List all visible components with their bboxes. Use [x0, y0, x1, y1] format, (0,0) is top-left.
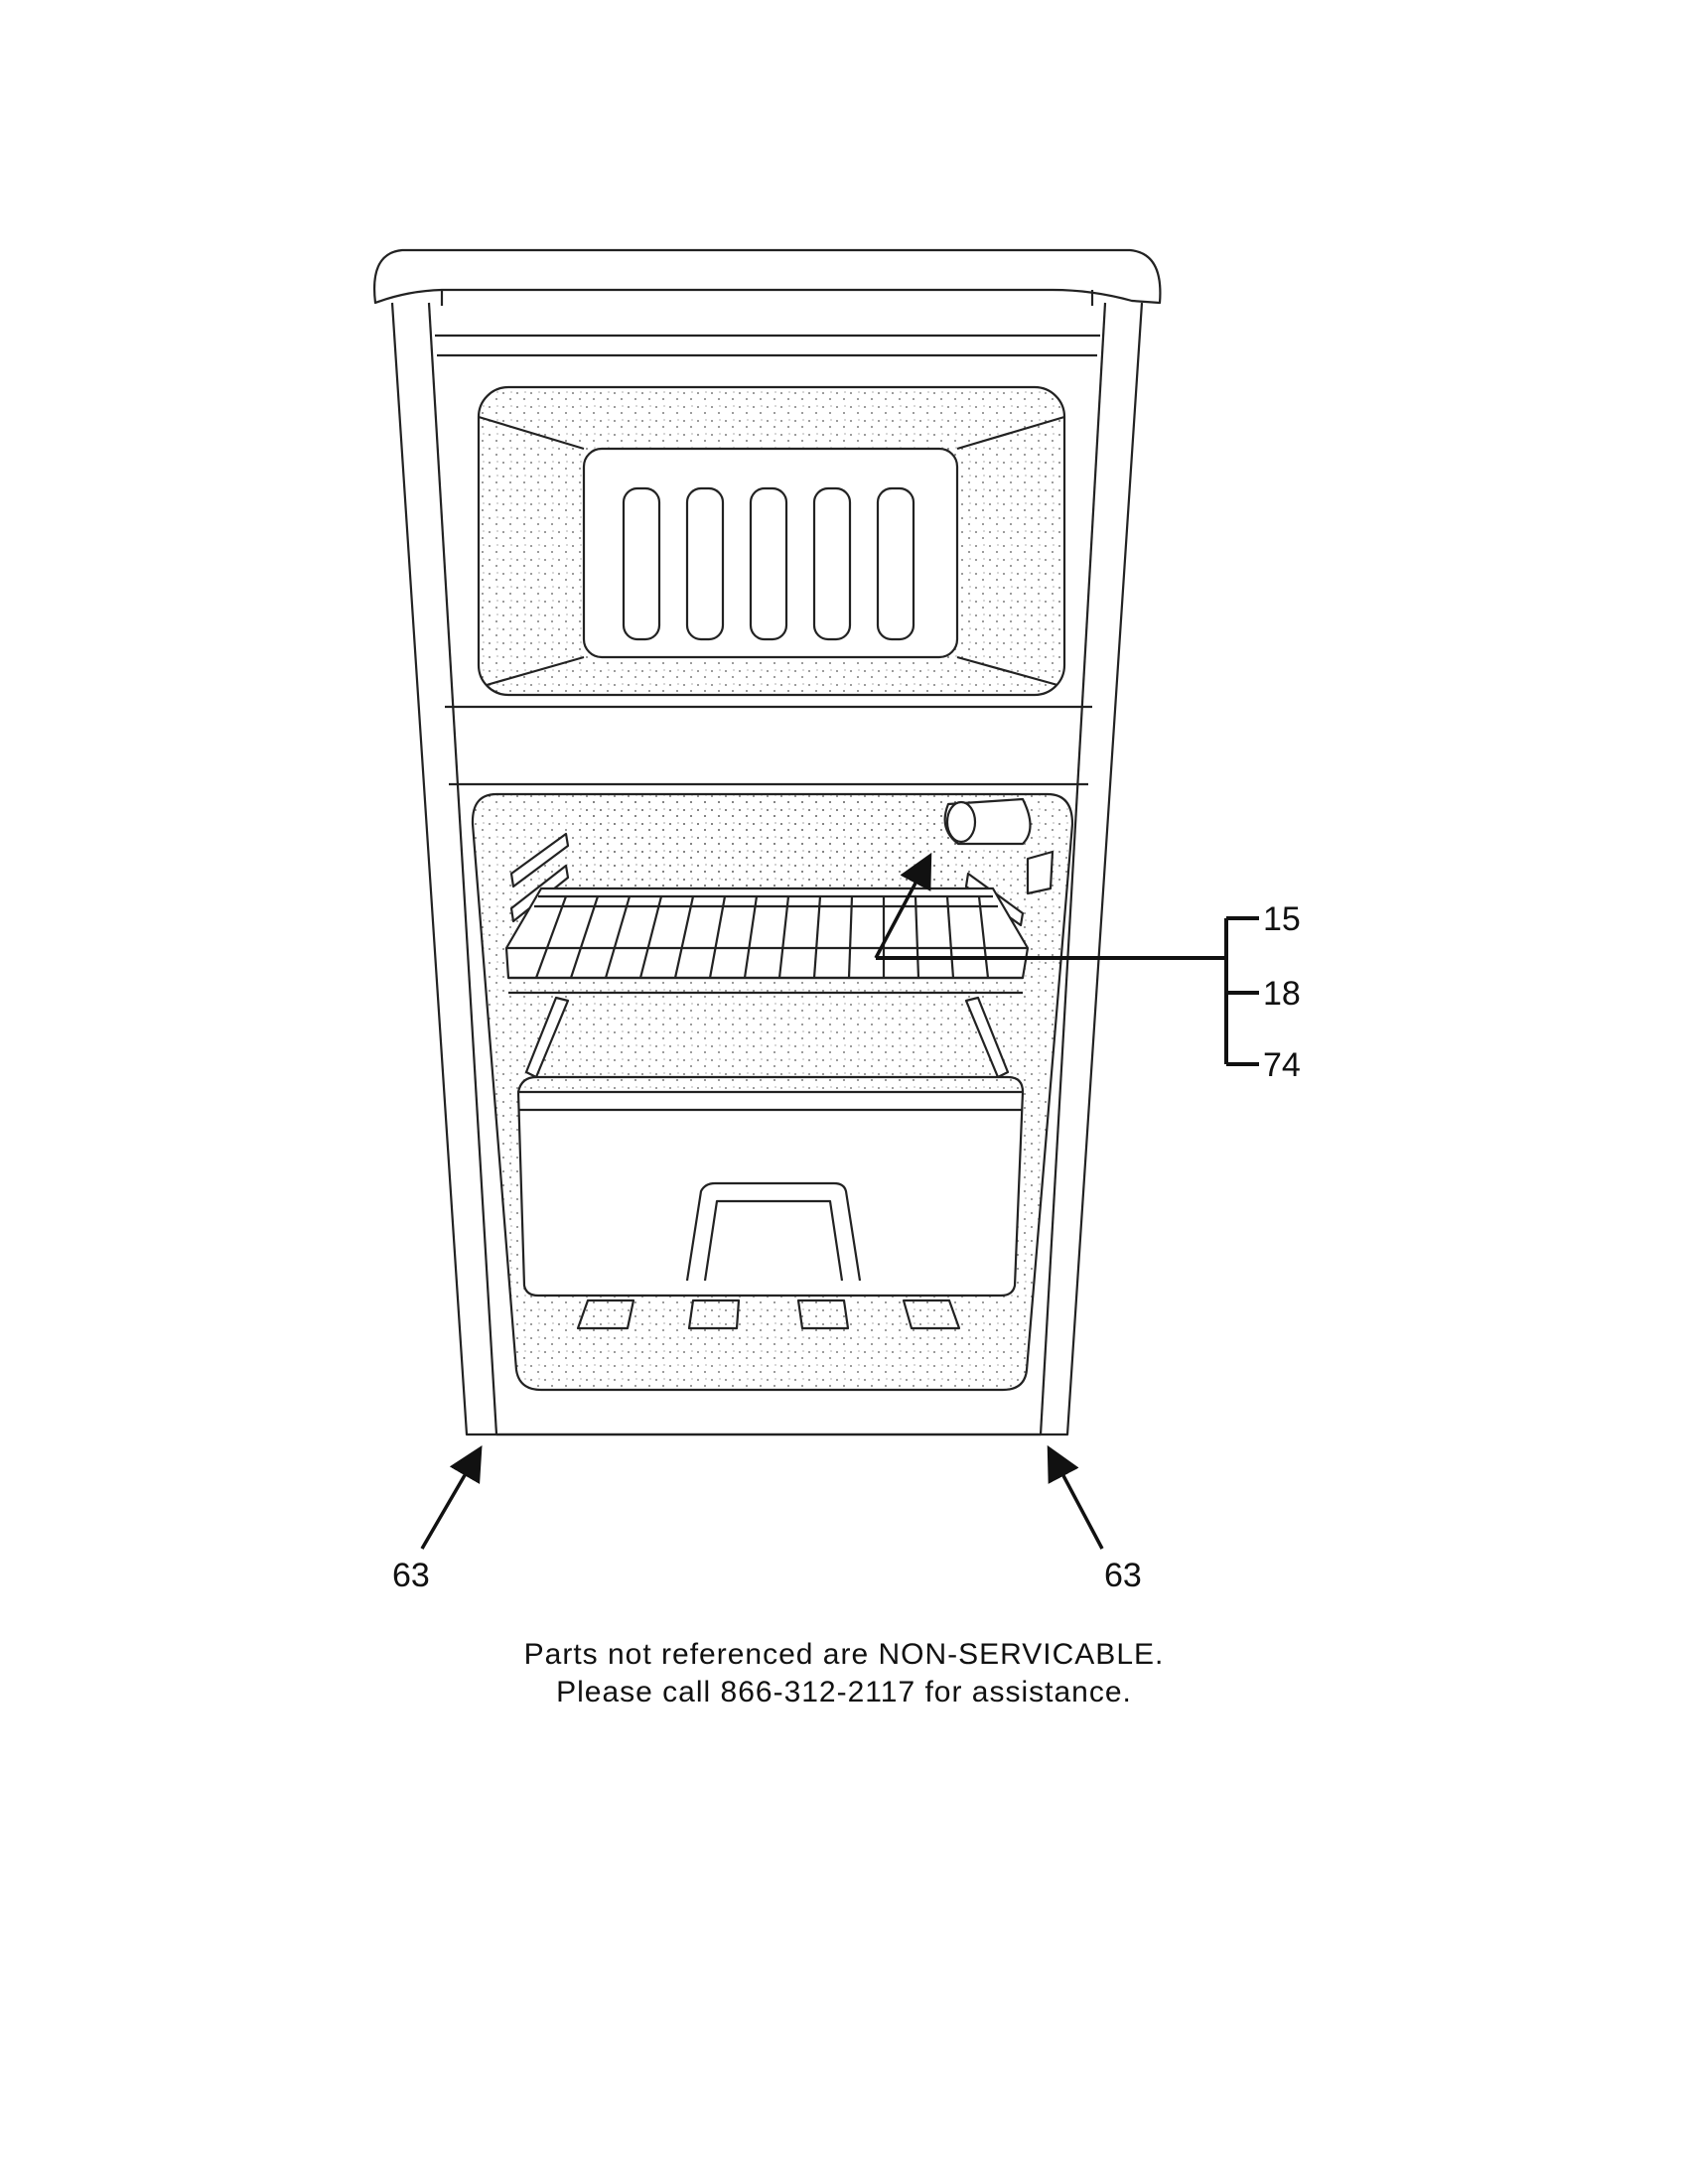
callout-63-left: 63 [392, 1557, 430, 1594]
floor-ribs [576, 1298, 961, 1330]
shelf-callout-leader [874, 852, 1259, 1066]
crisper-drawer [516, 1075, 1025, 1297]
freezer-back-panel [582, 447, 959, 659]
non-serviceable-note: Parts not referenced are NON-SERVICABLE. [523, 1638, 1165, 1671]
freezer-vents [622, 486, 915, 641]
callout-15: 15 [1263, 900, 1301, 938]
wire-shelf [504, 887, 1030, 995]
lamp-housing [943, 797, 1055, 895]
foot-right-leader [1047, 1444, 1104, 1550]
callout-63-right: 63 [1104, 1557, 1142, 1594]
foot-left-leader [420, 1444, 483, 1550]
callout-18: 18 [1263, 975, 1301, 1013]
cabinet-top [373, 248, 1162, 305]
assistance-phone-note: Please call 866-312-2117 for assistance. [556, 1676, 1132, 1708]
callout-74: 74 [1263, 1046, 1301, 1084]
